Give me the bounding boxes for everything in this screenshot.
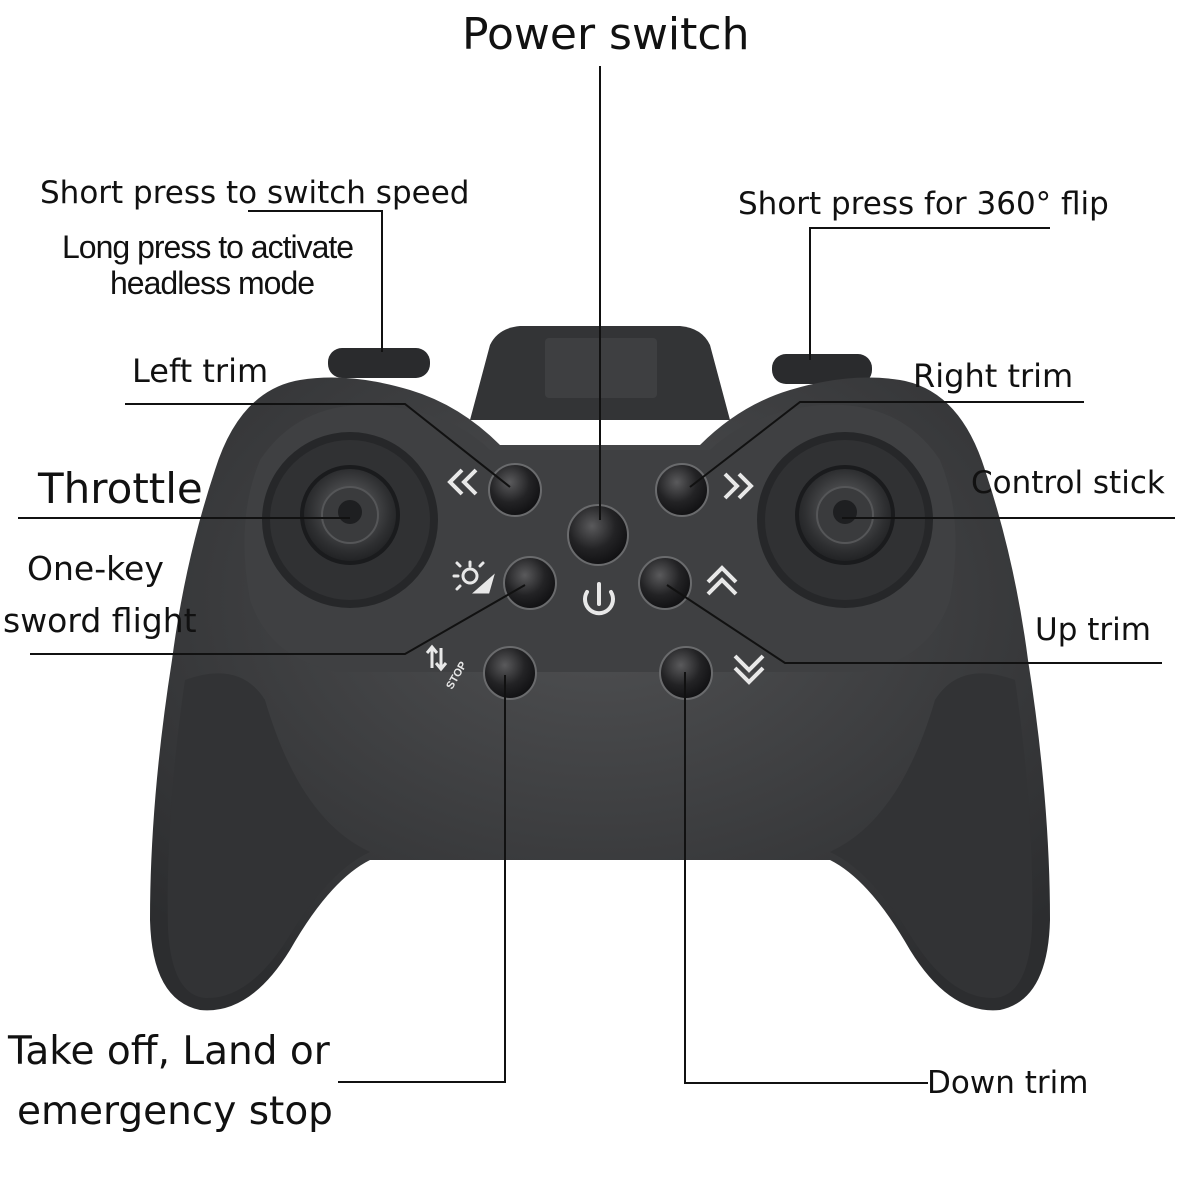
sword-flight-icon bbox=[452, 560, 495, 594]
power-icon bbox=[583, 582, 615, 616]
leader-lines bbox=[18, 66, 1175, 1084]
switch-speed-label: Short press to switch speed bbox=[40, 175, 470, 211]
down-trim-label: Down trim bbox=[927, 1065, 1089, 1101]
headless-label-line1: Long press to activate bbox=[62, 229, 354, 265]
double-chevron-down-icon bbox=[733, 654, 765, 685]
up-trim-button[interactable] bbox=[638, 556, 692, 610]
left-trim-label: Left trim bbox=[132, 352, 269, 390]
right-trim-button[interactable] bbox=[655, 463, 709, 517]
leader-flip bbox=[809, 227, 1050, 360]
flip-label: Short press for 360° flip bbox=[738, 186, 1109, 222]
power-switch-label: Power switch bbox=[462, 9, 750, 60]
leader-down-trim bbox=[684, 672, 928, 1084]
double-chevron-right-icon bbox=[723, 472, 754, 500]
double-chevron-left-icon bbox=[447, 468, 478, 496]
sword-flight-label-line1: One-key bbox=[27, 549, 164, 588]
takeoff-stop-button[interactable] bbox=[483, 646, 537, 700]
throttle-label: Throttle bbox=[38, 464, 203, 513]
left-shoulder-button[interactable] bbox=[328, 348, 430, 378]
left-grip bbox=[167, 673, 370, 999]
right-grip bbox=[830, 673, 1033, 999]
control-stick-label: Control stick bbox=[971, 465, 1165, 501]
up-trim-label: Up trim bbox=[1035, 612, 1151, 648]
left-trim-button[interactable] bbox=[488, 463, 542, 517]
takeoff-label-line2: emergency stop bbox=[17, 1089, 333, 1134]
double-chevron-up-icon bbox=[706, 565, 738, 596]
leader-up-trim bbox=[666, 584, 1162, 664]
leader-left-trim bbox=[125, 403, 511, 488]
right-trim-label: Right trim bbox=[913, 357, 1074, 395]
headless-label-line2: headless mode bbox=[110, 265, 315, 301]
leader-right-trim bbox=[689, 401, 1084, 488]
sword-flight-label-line2: sword flight bbox=[3, 601, 197, 640]
leader-sword-flight bbox=[30, 584, 526, 655]
right-shoulder-button[interactable] bbox=[772, 354, 872, 384]
power-button[interactable] bbox=[567, 504, 629, 566]
sword-flight-button[interactable] bbox=[503, 556, 557, 610]
leader-takeoff bbox=[338, 675, 506, 1083]
takeoff-label-line1: Take off, Land or bbox=[8, 1029, 330, 1074]
leader-switch-speed bbox=[248, 210, 383, 352]
